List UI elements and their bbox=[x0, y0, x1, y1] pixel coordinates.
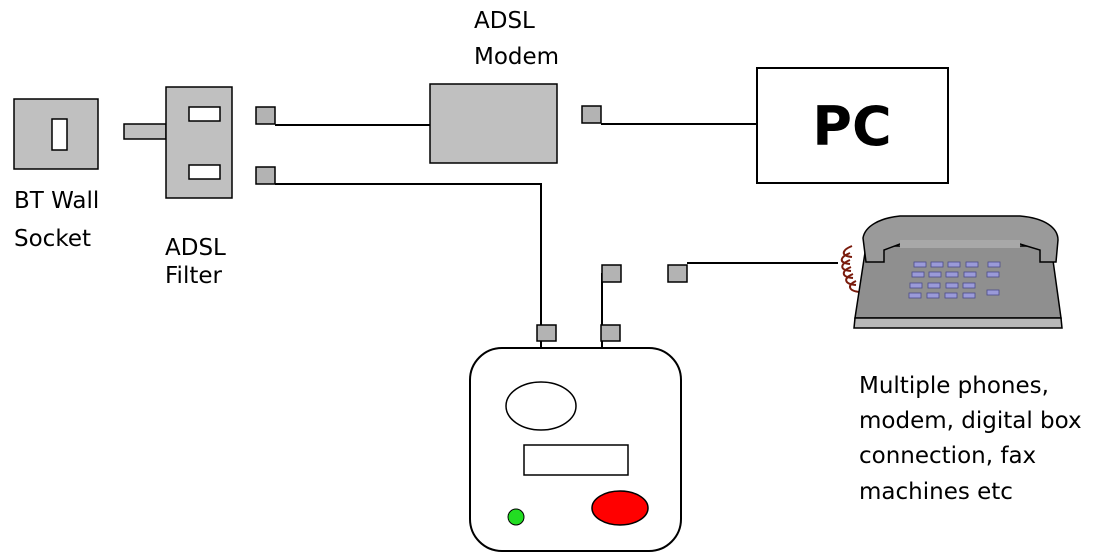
plug-connectors bbox=[255, 105, 688, 342]
wires bbox=[275, 123, 838, 348]
phone-line-plug-right bbox=[667, 264, 688, 283]
telephone-icon bbox=[840, 215, 1063, 329]
filter-phone-plug bbox=[255, 166, 276, 185]
master-socket-icon bbox=[469, 347, 682, 552]
pc-label: PC bbox=[812, 95, 891, 158]
modem-label: ADSL Modem bbox=[474, 8, 559, 70]
filter-label: ADSL Filter bbox=[165, 235, 233, 289]
master-socket-plug-left bbox=[536, 324, 557, 342]
red-button bbox=[591, 490, 649, 526]
filter-modem-plug bbox=[255, 106, 276, 125]
adsl-filter bbox=[165, 86, 233, 199]
wall-socket-label: BT Wall Socket bbox=[14, 188, 107, 252]
modem-pc-plug bbox=[581, 105, 602, 124]
status-led bbox=[507, 508, 525, 526]
phone-line-plug-upper bbox=[601, 264, 622, 283]
phones-note-label: Multiple phones, modem, digital box conn… bbox=[859, 373, 1089, 505]
wall-socket-plug-connector bbox=[123, 123, 167, 140]
adsl-modem bbox=[429, 83, 558, 164]
bt-wall-socket bbox=[13, 98, 99, 170]
pc-box bbox=[756, 67, 949, 184]
master-socket-plug-right bbox=[600, 324, 621, 342]
